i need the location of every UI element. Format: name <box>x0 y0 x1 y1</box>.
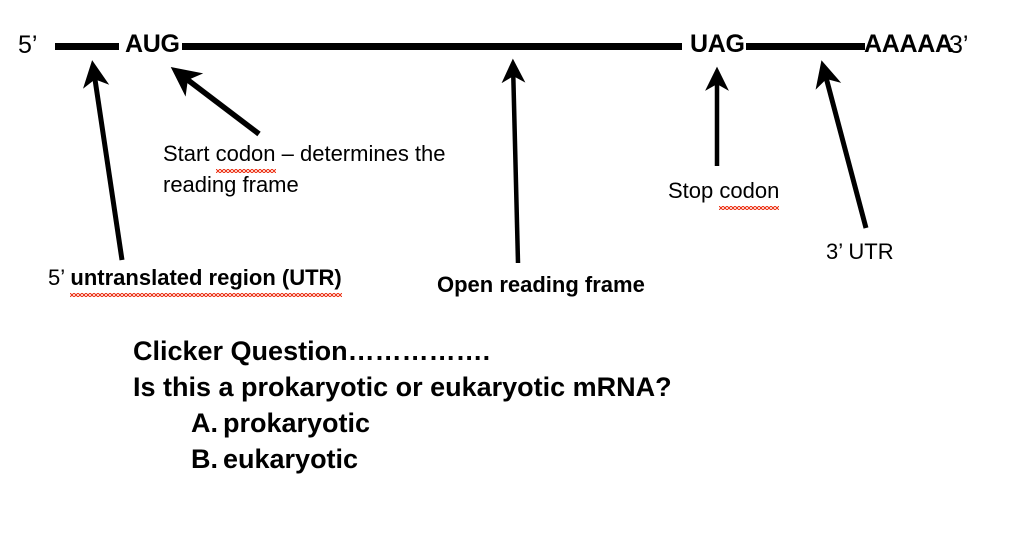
three-utr-arrow <box>815 60 869 229</box>
three-utr-annotation: 3’ UTR <box>826 239 894 264</box>
start-codon-annotation-line1: Start codon – determines the <box>163 138 446 173</box>
stop-codon-annotation-prefix: Stop <box>668 178 720 203</box>
stop-codon-annotation: Stop codon <box>668 175 779 210</box>
start-codon-arrow <box>170 67 261 137</box>
five-utr-annotation-prefix: 5’ <box>48 265 71 290</box>
three-utr-segment <box>746 43 865 50</box>
open-reading-frame-arrow <box>501 58 526 264</box>
open-reading-frame-annotation: Open reading frame <box>437 272 645 297</box>
five-utr-segment <box>55 43 119 50</box>
start-codon-annotation-line1-prefix: Start <box>163 141 216 166</box>
mrna-diagram: 5’ AUG UAG AAAAA 3’ <box>18 30 969 297</box>
open-reading-frame-segment <box>182 43 682 50</box>
three-prime-end-label: 3’ <box>949 31 969 59</box>
start-codon-annotation-line1-suffix: – determines the <box>275 141 446 166</box>
clicker-option-b-letter: B. <box>191 444 218 474</box>
start-codon-annotation-misspelled-word: codon <box>215 138 276 173</box>
five-utr-annotation-misspelled-word: untranslated region (UTR) <box>70 262 343 297</box>
clicker-option-a-text: prokaryotic <box>223 408 371 438</box>
clicker-option-a-letter: A. <box>191 408 218 438</box>
clicker-option-a[interactable]: A.prokaryotic <box>133 405 672 441</box>
start-codon-annotation-line2: reading frame <box>163 172 299 197</box>
stop-codon-label: UAG <box>690 30 745 58</box>
start-codon-annotation: Start codon – determines the reading fra… <box>163 138 446 200</box>
five-utr-arrow <box>83 60 125 261</box>
stop-codon-annotation-misspelled-word: codon <box>719 175 779 210</box>
clicker-question-prompt: Is this a prokaryotic or eukaryotic mRNA… <box>133 372 672 402</box>
start-codon-label: AUG <box>125 30 180 58</box>
five-utr-annotation: 5’ untranslated region (UTR) <box>48 262 343 297</box>
poly-a-tail-label: AAAAA <box>864 30 953 58</box>
five-prime-end-label: 5’ <box>18 31 38 59</box>
clicker-option-b-text: eukaryotic <box>223 444 359 474</box>
clicker-option-b[interactable]: B.eukaryotic <box>133 441 672 477</box>
clicker-question-heading: Clicker Question……………. <box>133 336 491 366</box>
clicker-question-block: Clicker Question……………. Is this a prokary… <box>133 333 672 477</box>
